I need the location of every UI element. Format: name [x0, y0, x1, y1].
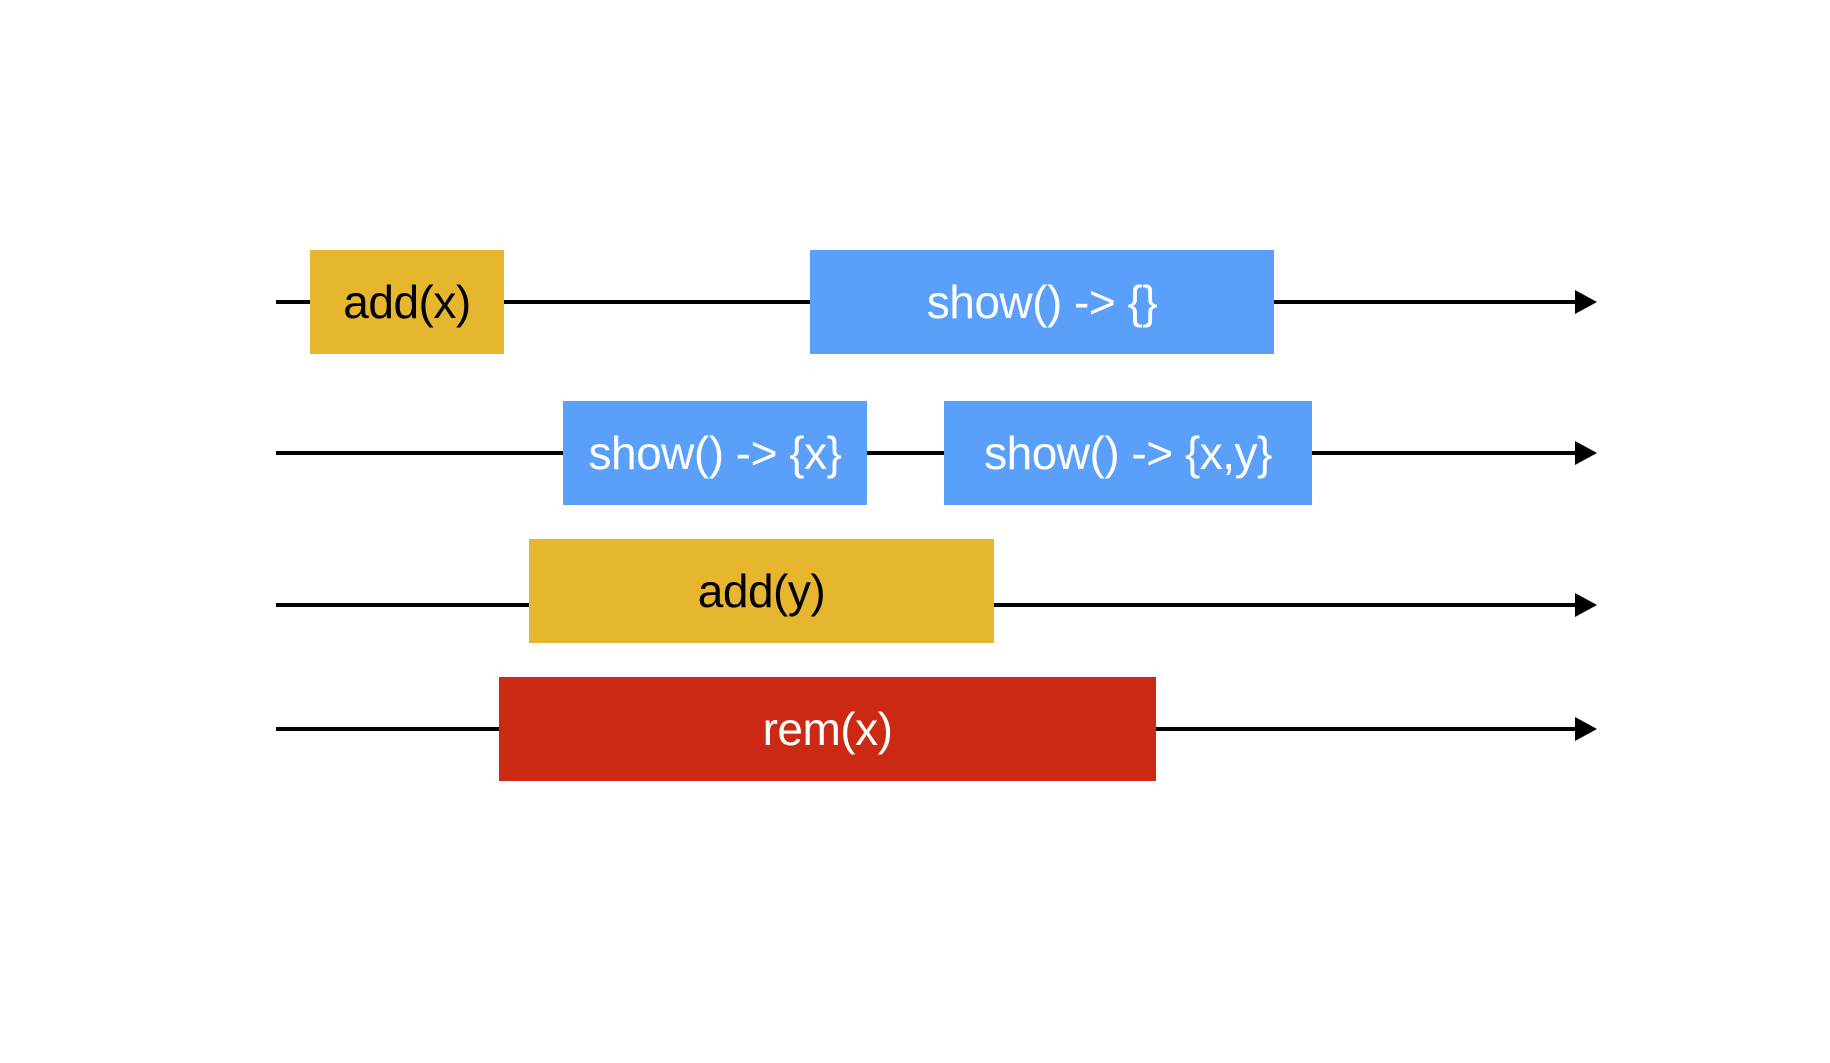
timeline-3-arrowhead — [1575, 593, 1597, 617]
timeline-4-arrowhead — [1575, 717, 1597, 741]
op-add-x: add(x) — [310, 250, 504, 354]
timeline-1-arrowhead — [1575, 290, 1597, 314]
op-show-empty: show() -> {} — [810, 250, 1274, 354]
op-rem-x: rem(x) — [499, 677, 1156, 781]
timeline-2-line — [276, 451, 1578, 455]
op-add-y: add(y) — [529, 539, 994, 643]
op-show-x: show() -> {x} — [563, 401, 867, 505]
op-show-x-y: show() -> {x,y} — [944, 401, 1312, 505]
timeline-2-arrowhead — [1575, 441, 1597, 465]
